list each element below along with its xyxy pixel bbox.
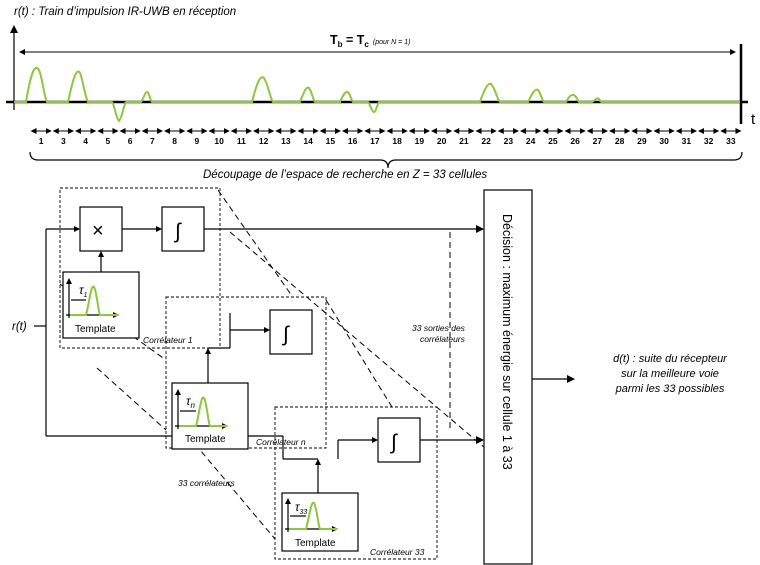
cell-number: 7 — [150, 136, 155, 146]
integrator-1-symbol: ∫ — [174, 220, 182, 243]
template-1 — [62, 271, 140, 339]
cell-number: 11 — [237, 136, 246, 146]
cell-number: 10 — [214, 136, 224, 146]
integrator-1 — [161, 206, 205, 252]
output-text-1: d(t) : suite du récepteur — [613, 353, 728, 365]
cell-number: 23 — [504, 136, 514, 146]
decision-label: Décision : maximum énergie sur cellule 1… — [500, 214, 514, 470]
cell-number: 18 — [392, 136, 402, 146]
cell-number: 26 — [570, 136, 580, 146]
integrator-n-symbol: ∫ — [282, 323, 290, 346]
correlator-n-label: Corrélateur n — [256, 437, 306, 447]
integrator-33-symbol: ∫ — [390, 431, 398, 454]
cell-number: 24 — [526, 136, 536, 146]
cell-number: 12 — [259, 136, 269, 146]
cell-number: 25 — [548, 136, 558, 146]
correlator-33-label: Corrélateur 33 — [370, 547, 425, 557]
cell-number: 13 — [281, 136, 291, 146]
cell-number: 28 — [615, 136, 625, 146]
input-label: r(t) — [12, 321, 27, 333]
template-n-label: Template — [185, 434, 226, 445]
cell-number: 32 — [704, 136, 714, 146]
multiplier-1-symbol: × — [92, 220, 104, 242]
cell-number: 4 — [83, 136, 88, 146]
cell-number: 19 — [415, 136, 425, 146]
pulse-train — [14, 67, 740, 123]
cell-number: 14 — [303, 136, 313, 146]
template-33-label: Template — [295, 538, 336, 549]
outputs-note-1: 33 sorties des — [412, 323, 466, 333]
cell-number: 22 — [481, 136, 491, 146]
cell-number: 17 — [370, 136, 380, 146]
cell-number: 21 — [459, 136, 469, 146]
template-1-label: Template — [75, 324, 116, 335]
template-1-pulse — [70, 285, 118, 316]
cell-number: 33 — [726, 136, 736, 146]
cell-number: 1 — [39, 136, 44, 146]
template-n-tau-symbol: τn — [186, 394, 196, 410]
cell-number: 20 — [437, 136, 447, 146]
cell-number: 16 — [348, 136, 358, 146]
template-n-pulse — [179, 396, 227, 427]
cell-number: 30 — [659, 136, 669, 146]
cell-number: 6 — [128, 136, 133, 146]
cell-number: 9 — [195, 136, 200, 146]
cell-number: 29 — [637, 136, 647, 146]
cell-number: 15 — [326, 136, 336, 146]
template-33-tau-symbol: τ33 — [295, 500, 307, 516]
count-note: 33 corrélateurs — [178, 478, 235, 488]
template-n — [171, 382, 249, 450]
cells-caption: Découpage de l’espace de recherche en Z … — [203, 169, 487, 181]
depth-line-5 — [96, 367, 167, 431]
correlator-1-label: Corrélateur 1 — [143, 335, 193, 345]
cell-number: 5 — [106, 136, 111, 146]
signal-title: r(t) : Train d’impulsion IR-UWB en récep… — [14, 6, 236, 18]
cell-number: 31 — [682, 136, 692, 146]
multiplier-1 — [79, 206, 123, 252]
time-axis-label: t — [751, 111, 756, 128]
cell-number: 3 — [61, 136, 66, 146]
template-33 — [281, 492, 359, 552]
depth-line-3 — [325, 299, 393, 408]
depth-line-2 — [217, 189, 293, 297]
correlator-33-frame — [274, 406, 438, 560]
cell-number: 8 — [172, 136, 177, 146]
output-text-3: parmi les 33 possibles — [615, 383, 725, 395]
cells-brace — [29, 151, 743, 169]
correlator-1-frame — [59, 187, 221, 349]
outputs-note-2: corrélateurs — [420, 334, 466, 344]
depth-line-6 — [194, 443, 276, 540]
decision-block — [483, 189, 533, 565]
integrator-n — [269, 309, 313, 355]
cell-number: 27 — [593, 136, 603, 146]
period-label: Tb = Tc(pour N = 1) — [330, 33, 410, 49]
template-33-pulse — [289, 501, 337, 530]
template-1-tau-symbol: τ1 — [79, 283, 88, 299]
integrator-33 — [377, 417, 421, 463]
output-text-2: sur la meilleure voie — [621, 368, 719, 380]
